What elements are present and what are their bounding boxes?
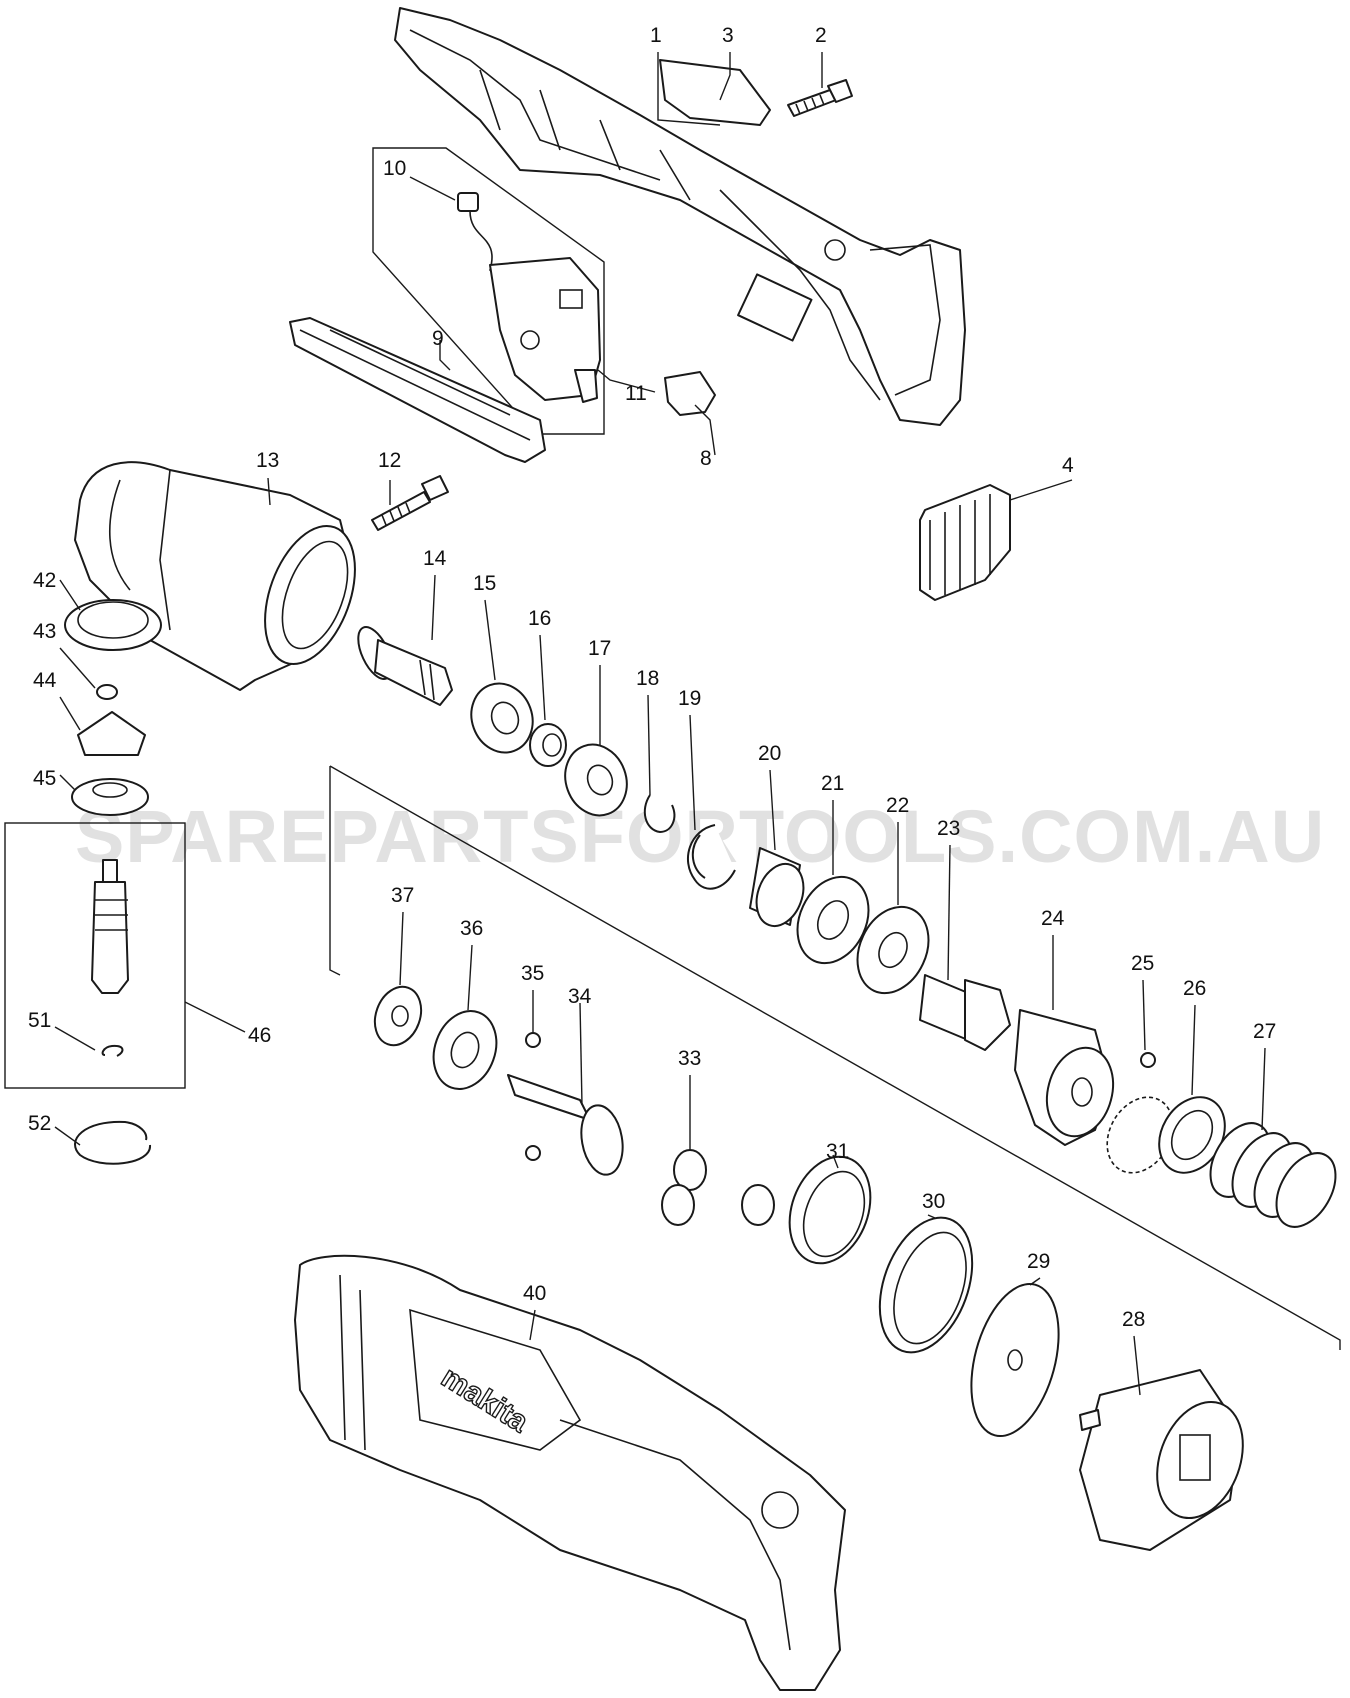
assembly-box-planetary [329,765,1341,1350]
callout-13: 13 [256,449,279,472]
callout-12: 12 [378,449,401,472]
leader-lines [54,52,1266,1396]
bevel-gear-44 [77,711,146,756]
washer-21 [796,875,870,965]
callout-37: 37 [391,884,414,907]
screw-12 [371,475,449,531]
callout-4: 4 [1062,454,1074,477]
callout-3: 3 [722,24,734,47]
callout-30: 30 [922,1190,945,1213]
callout-45: 45 [33,767,56,790]
callout-10: 10 [383,157,406,180]
assembly-box-switch [372,147,605,435]
retaining-ring-18 [643,794,676,833]
callout-52: 52 [28,1112,51,1135]
callout-23: 23 [937,817,960,840]
sleeve-16 [529,723,567,767]
callout-29: 29 [1027,1250,1050,1273]
callout-16: 16 [528,607,551,630]
callout-22: 22 [886,794,909,817]
callout-31: 31 [826,1140,849,1163]
washer-22 [856,905,930,995]
nameplate [659,59,771,126]
callout-9: 9 [432,327,444,350]
callout-19: 19 [678,687,701,710]
motor-28 [1079,1369,1244,1551]
callout-46: 46 [248,1024,271,1047]
shaft-23 [919,974,1011,1051]
spring-27 [1209,1122,1337,1228]
bearing-15 [470,682,534,754]
button-8 [664,371,716,416]
anvil-shaft [91,859,129,994]
ring-42 [64,599,162,651]
callout-21: 21 [821,772,844,795]
bearing-36 [432,1010,498,1090]
callout-17: 17 [588,637,611,660]
circlip-51 [101,1044,124,1057]
lever-9 [289,317,546,463]
callout-51: 51 [28,1009,51,1032]
callout-36: 36 [460,917,483,940]
spindle-14 [357,626,453,706]
circlip-43 [96,684,118,700]
callout-11: 11 [625,382,647,405]
planet-gears-33 [661,1149,775,1226]
callout-24: 24 [1041,907,1065,930]
callout-33: 33 [678,1047,701,1070]
switch-11 [489,257,601,403]
bearing-45 [71,778,149,816]
callout-15: 15 [473,572,496,595]
callout-2: 2 [815,24,827,47]
ring-52 [74,1120,152,1165]
callout-27: 27 [1253,1020,1276,1043]
ring-31 [788,1155,872,1265]
sleeve-20 [749,847,805,927]
callout-20: 20 [758,742,781,765]
callout-25: 25 [1131,952,1154,975]
callout-14: 14 [423,547,447,570]
callout-34: 34 [568,985,592,1008]
gear-housing-13 [74,461,356,691]
housing-left-half [394,7,966,426]
callout-18: 18 [636,667,659,690]
carrier-34 [507,1074,624,1176]
callout-40: 40 [523,1282,546,1305]
callout-35: 35 [521,962,544,985]
callout-1: 1 [650,24,662,47]
terminal-4 [919,484,1011,601]
screw-2 [787,79,853,117]
washer-29 [970,1282,1060,1438]
callout-28: 28 [1122,1308,1145,1331]
washer-37 [373,985,423,1047]
retaining-ring-19 [686,824,736,890]
callout-43: 43 [33,620,56,643]
gear-case-24 [1014,1009,1115,1146]
bearing-17 [564,743,628,817]
ring-gear-30 [878,1216,974,1354]
assembly-box-46 [4,822,186,1089]
callout-26: 26 [1183,977,1206,1000]
housing-right-half-40: makita [294,1254,846,1691]
callout-44: 44 [33,669,57,692]
callout-8: 8 [700,447,712,470]
callout-42: 42 [33,569,56,592]
